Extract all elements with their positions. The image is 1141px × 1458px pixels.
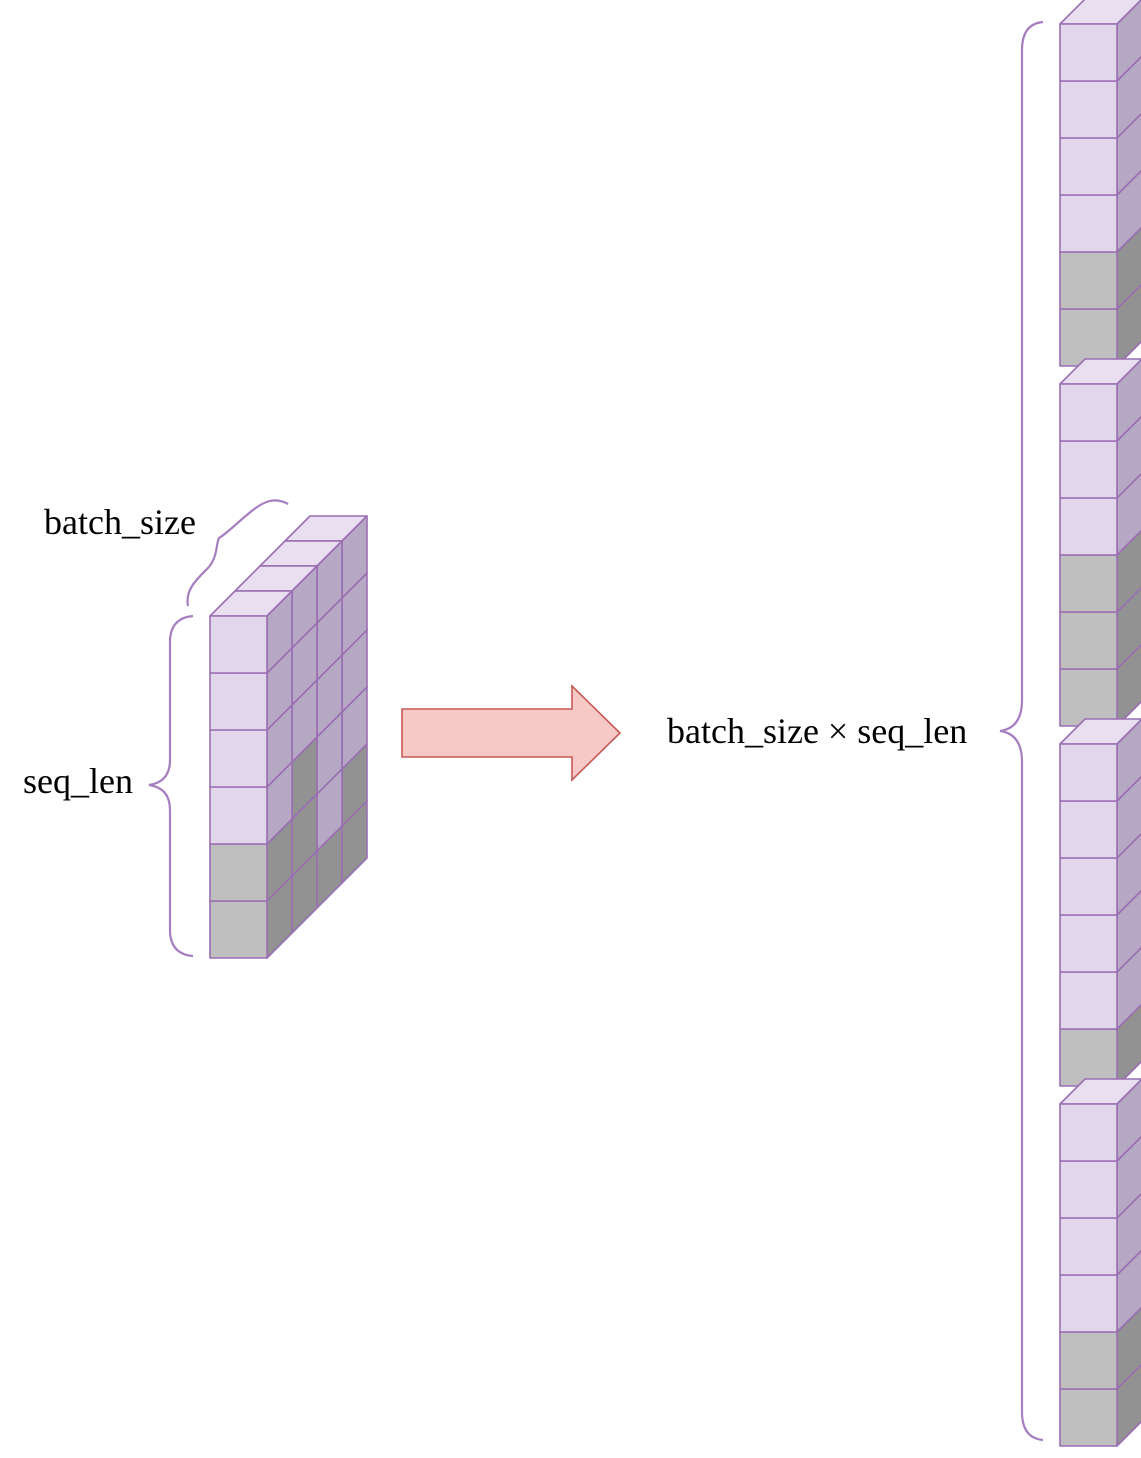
reshape-arrow xyxy=(401,684,622,782)
flat-cell-seq4-pos1 xyxy=(1059,1078,1141,1162)
seq-len-label: seq_len xyxy=(23,761,133,801)
flattened-tensor-column xyxy=(1059,0,1141,1447)
input-cell-batch1-pos5 xyxy=(209,818,293,902)
flattened-size-label: batch_size × seq_len xyxy=(667,711,967,751)
flat-cell-seq2-pos5 xyxy=(1059,586,1141,670)
flat-cell-seq3-pos4 xyxy=(1059,889,1141,973)
input-cell-batch1-pos1 xyxy=(209,590,293,674)
flat-cell-seq4-pos3 xyxy=(1059,1192,1141,1276)
flat-cell-seq4-pos6 xyxy=(1059,1363,1141,1447)
flat-cell-seq2-pos3 xyxy=(1059,472,1141,556)
flat-cell-seq1-pos5 xyxy=(1059,226,1141,310)
flat-cell-seq2-pos6 xyxy=(1059,643,1141,727)
input-cell-batch1-pos3 xyxy=(209,704,293,788)
seq-len-brace xyxy=(148,614,194,958)
flat-cell-seq3-pos2 xyxy=(1059,775,1141,859)
input-tensor-3d xyxy=(209,515,368,959)
batch-size-label: batch_size xyxy=(44,502,196,542)
flat-cell-seq1-pos2 xyxy=(1059,55,1141,139)
batch-size-brace xyxy=(186,499,289,607)
flat-cell-seq1-pos3 xyxy=(1059,112,1141,196)
input-cell-batch1-pos2 xyxy=(209,647,293,731)
flat-cell-seq2-pos1 xyxy=(1059,358,1141,442)
flat-cell-seq3-pos1 xyxy=(1059,718,1141,802)
flat-cell-seq4-pos4 xyxy=(1059,1249,1141,1333)
flat-cell-seq1-pos1 xyxy=(1059,0,1141,82)
flattened-length-brace xyxy=(999,20,1044,1442)
